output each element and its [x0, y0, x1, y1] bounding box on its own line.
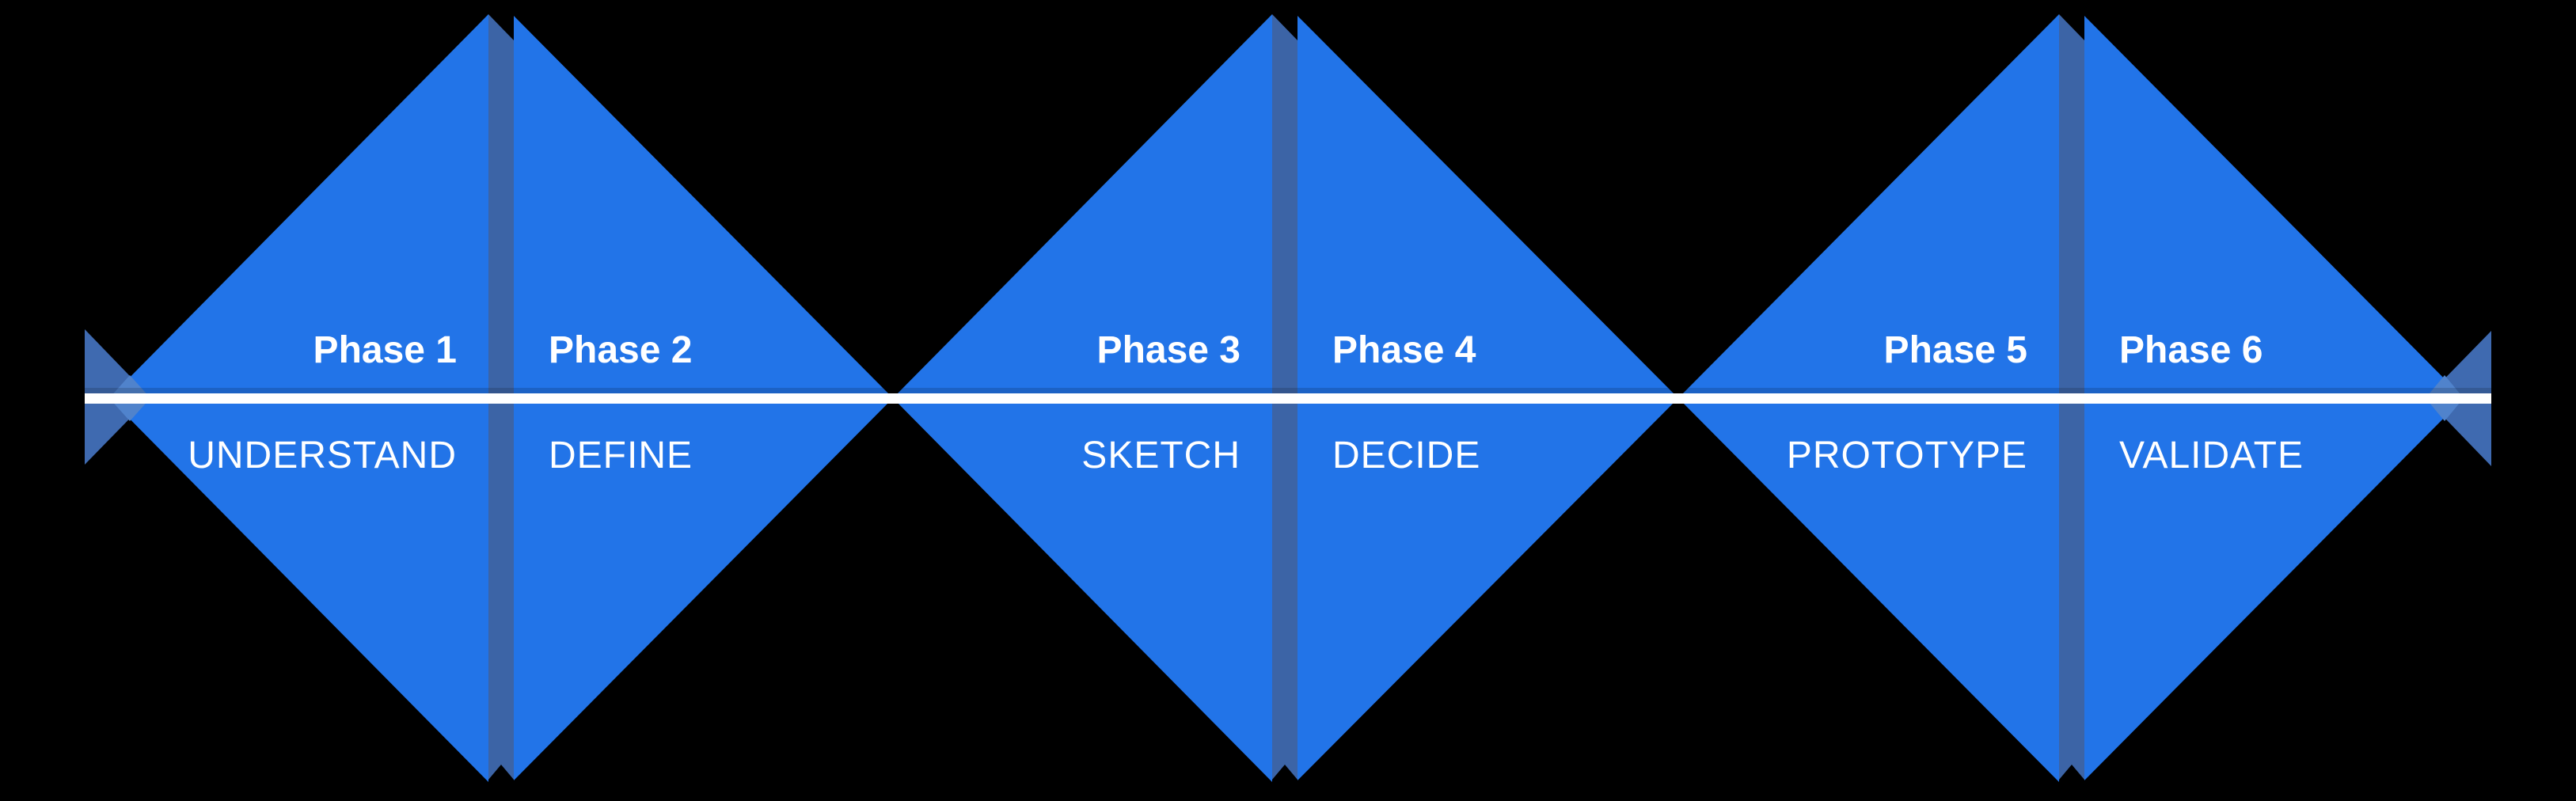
phase-6-keyword: VALIDATE: [2119, 435, 2304, 476]
phase-5-keyword: PROTOTYPE: [1787, 435, 2027, 476]
phase-4-keyword: DECIDE: [1332, 435, 1480, 476]
phase-2-keyword: DEFINE: [549, 435, 693, 476]
divider-shadow: [85, 388, 2491, 393]
phase-2-label: Phase 2: [549, 329, 692, 371]
phase-5-label: Phase 5: [1884, 329, 2027, 371]
phase-6-label: Phase 6: [2119, 329, 2263, 371]
phase-1-label: Phase 1: [313, 329, 457, 371]
phase-1-keyword: UNDERSTAND: [188, 435, 457, 476]
phase-3-label: Phase 3: [1097, 329, 1241, 371]
divider-line: [85, 393, 2491, 404]
phase-4-label: Phase 4: [1332, 329, 1476, 371]
phase-3-keyword: SKETCH: [1081, 435, 1241, 476]
